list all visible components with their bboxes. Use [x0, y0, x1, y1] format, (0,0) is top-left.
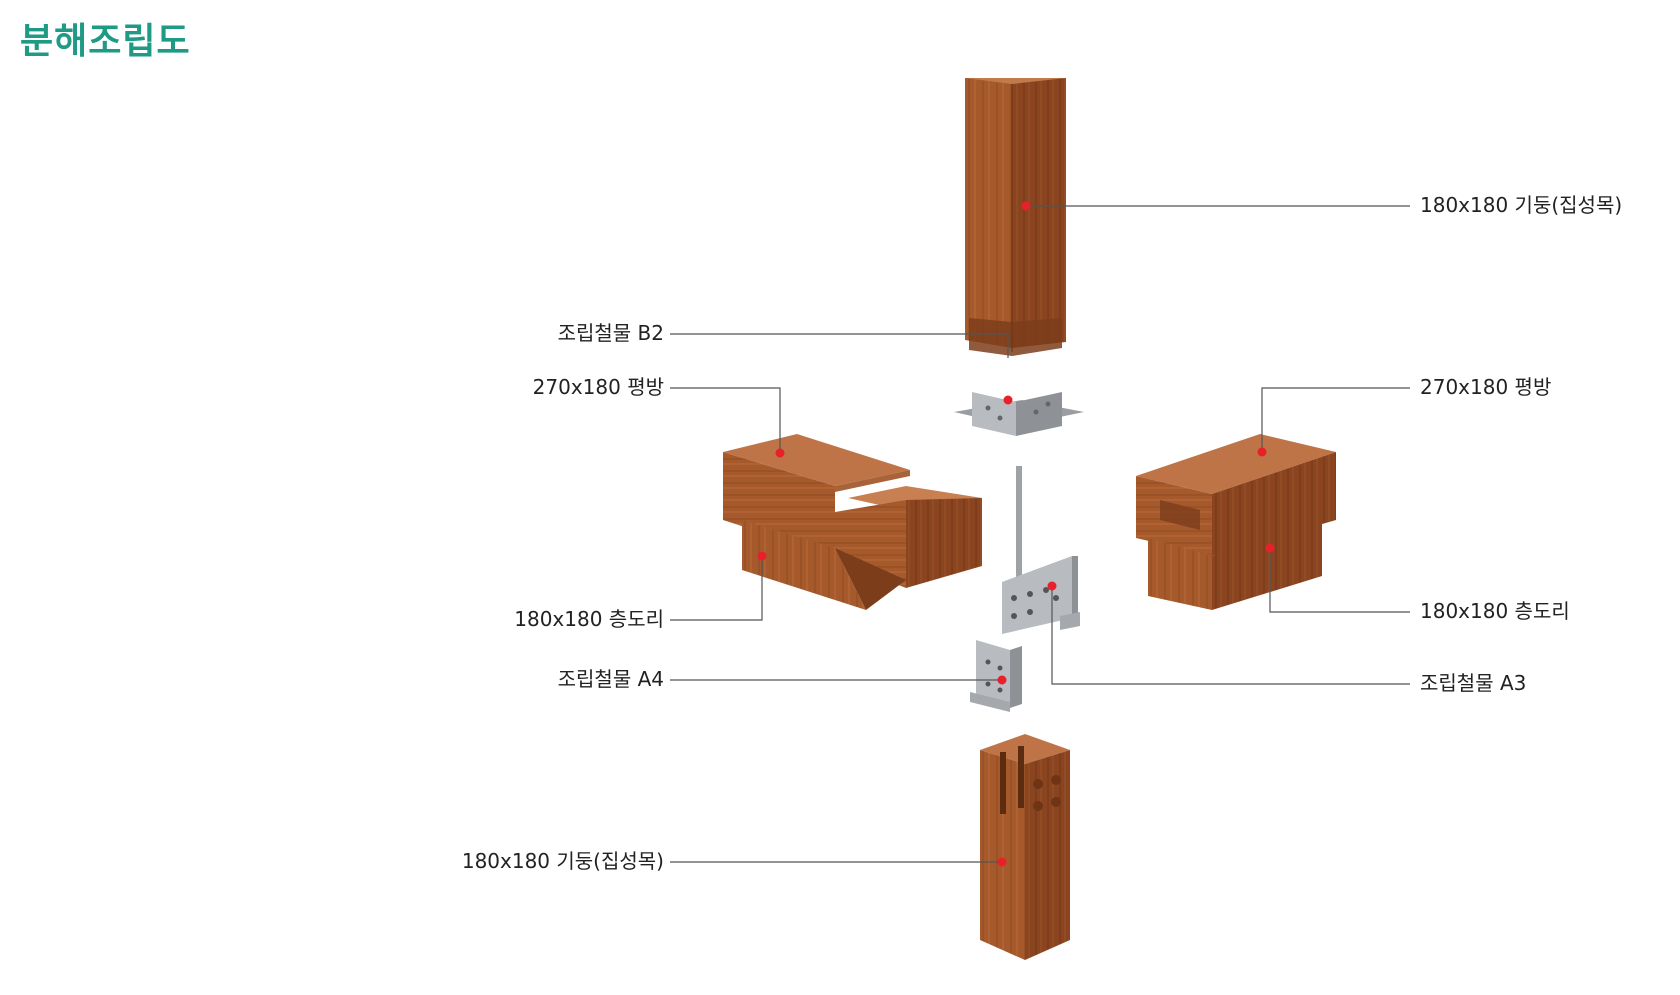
marker-beam-left	[775, 448, 785, 458]
marker-plate-b2	[1003, 395, 1013, 405]
plate-a3	[1002, 466, 1080, 634]
label-upper-column: 180x180 기둥(집성목)	[1420, 193, 1623, 217]
marker-beam-right	[1257, 447, 1267, 457]
marker-upper-column	[1021, 201, 1031, 211]
leader-plate-a3	[1051, 586, 1410, 685]
leader-beam-right	[1261, 387, 1410, 452]
marker-girt-right	[1265, 543, 1275, 553]
leader-lines	[670, 205, 1410, 863]
page-title: 분해조립도	[20, 21, 191, 62]
label-plate-a3: 조립철물 A3	[1420, 671, 1527, 695]
marker-lower-column	[997, 857, 1007, 867]
label-beam-left: 270x180 평방	[532, 375, 664, 399]
lower-column	[980, 734, 1070, 960]
left-beam-assembly	[723, 434, 982, 610]
upper-column	[965, 78, 1066, 356]
leader-beam-left	[670, 387, 781, 452]
label-girt-right: 180x180 층도리	[1420, 599, 1570, 623]
marker-girt-left	[757, 551, 767, 561]
marker-plate-a4	[997, 675, 1007, 685]
marker-plate-a3	[1047, 581, 1057, 591]
plate-b2	[954, 392, 1084, 436]
label-plate-a4: 조립철물 A4	[557, 667, 664, 691]
markers	[757, 201, 1275, 867]
right-beam-assembly	[1136, 434, 1336, 610]
label-beam-right: 270x180 평방	[1420, 375, 1552, 399]
label-girt-left: 180x180 층도리	[514, 607, 664, 631]
leader-girt-left	[670, 556, 763, 621]
plate-a4	[970, 640, 1022, 712]
leader-plate-b2	[670, 333, 1009, 358]
label-plate-b2: 조립철물 B2	[557, 321, 664, 345]
leader-girt-right	[1269, 548, 1410, 613]
label-lower-column: 180x180 기둥(집성목)	[461, 849, 664, 873]
